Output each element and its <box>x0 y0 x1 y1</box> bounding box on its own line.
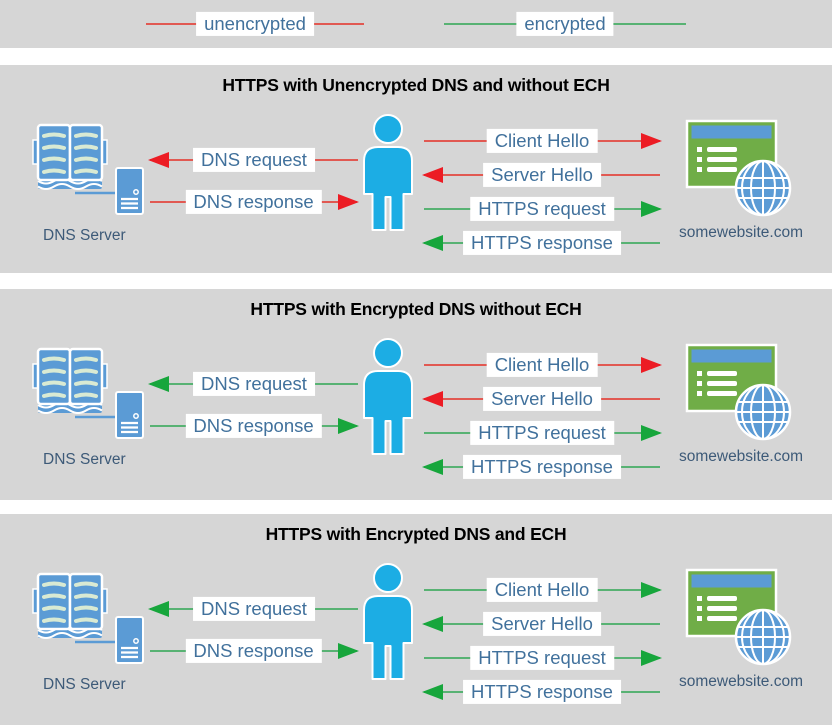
arrowhead-left-icon <box>422 391 443 407</box>
server-hello-label: Server Hello <box>483 386 601 412</box>
scenario-panel-3: HTTPS with Encrypted DNS and ECH <box>0 514 832 725</box>
scenario-panel-1: HTTPS with Unencrypted DNS and without E… <box>0 65 832 273</box>
arrowhead-right-icon <box>641 582 662 598</box>
panel-title: HTTPS with Encrypted DNS and ECH <box>265 524 567 544</box>
https-response-label: HTTPS response <box>463 230 621 256</box>
dns-response-label: DNS response <box>185 189 322 215</box>
dns-server-icon <box>32 572 144 664</box>
person-icon <box>363 563 413 680</box>
arrowhead-right-icon <box>641 357 662 373</box>
dns-server-icon <box>32 347 144 439</box>
website-icon <box>685 119 792 217</box>
website-label: somewebsite.com <box>678 673 804 690</box>
server-hello-label: Server Hello <box>483 162 601 188</box>
server-hello-label: Server Hello <box>483 611 601 637</box>
arrowhead-left-icon <box>148 601 169 617</box>
scenario-panel-2: HTTPS with Encrypted DNS without ECH <box>0 289 832 500</box>
dns-server-label: DNS Server <box>43 227 126 244</box>
client-hello-label: Client Hello <box>486 128 598 154</box>
dns-request-label: DNS request <box>193 147 315 173</box>
arrowhead-right-icon <box>338 418 359 434</box>
legend-label-unencrypted: unencrypted <box>196 11 314 37</box>
dns-response-label: DNS response <box>185 413 322 439</box>
dns-server-label: DNS Server <box>43 676 126 693</box>
website-label: somewebsite.com <box>678 448 804 465</box>
website-label: somewebsite.com <box>678 224 804 241</box>
dns-request-label: DNS request <box>193 371 315 397</box>
client-hello-label: Client Hello <box>486 352 598 378</box>
arrowhead-left-icon <box>422 167 443 183</box>
client-hello-label: Client Hello <box>486 577 598 603</box>
dns-response-label: DNS response <box>185 638 322 664</box>
arrowhead-right-icon <box>338 643 359 659</box>
arrowhead-right-icon <box>641 650 662 666</box>
arrowhead-right-icon <box>338 194 359 210</box>
https-request-label: HTTPS request <box>470 645 614 671</box>
arrowhead-left-icon <box>422 459 443 475</box>
legend-label-encrypted: encrypted <box>516 11 614 37</box>
panel-title: HTTPS with Encrypted DNS without ECH <box>250 299 582 319</box>
arrowhead-right-icon <box>641 425 662 441</box>
arrowhead-right-icon <box>641 133 662 149</box>
legend-item-encrypted: encrypted <box>444 11 686 37</box>
website-icon <box>685 343 792 441</box>
website-icon <box>685 568 792 666</box>
legend-band: unencrypted encrypted <box>0 0 832 48</box>
legend-item-unencrypted: unencrypted <box>146 11 364 37</box>
arrowhead-left-icon <box>148 376 169 392</box>
scenario-panels-container: HTTPS with Unencrypted DNS and without E… <box>0 65 832 725</box>
person-icon <box>363 338 413 455</box>
https-request-label: HTTPS request <box>470 196 614 222</box>
arrowhead-left-icon <box>422 684 443 700</box>
https-request-label: HTTPS request <box>470 420 614 446</box>
dns-server-label: DNS Server <box>43 451 126 468</box>
https-response-label: HTTPS response <box>463 454 621 480</box>
arrowhead-right-icon <box>641 201 662 217</box>
arrowhead-left-icon <box>148 152 169 168</box>
dns-server-icon <box>32 123 144 215</box>
dns-request-label: DNS request <box>193 596 315 622</box>
panel-title: HTTPS with Unencrypted DNS and without E… <box>222 75 610 95</box>
person-icon <box>363 114 413 231</box>
arrowhead-left-icon <box>422 235 443 251</box>
https-response-label: HTTPS response <box>463 679 621 705</box>
arrowhead-left-icon <box>422 616 443 632</box>
